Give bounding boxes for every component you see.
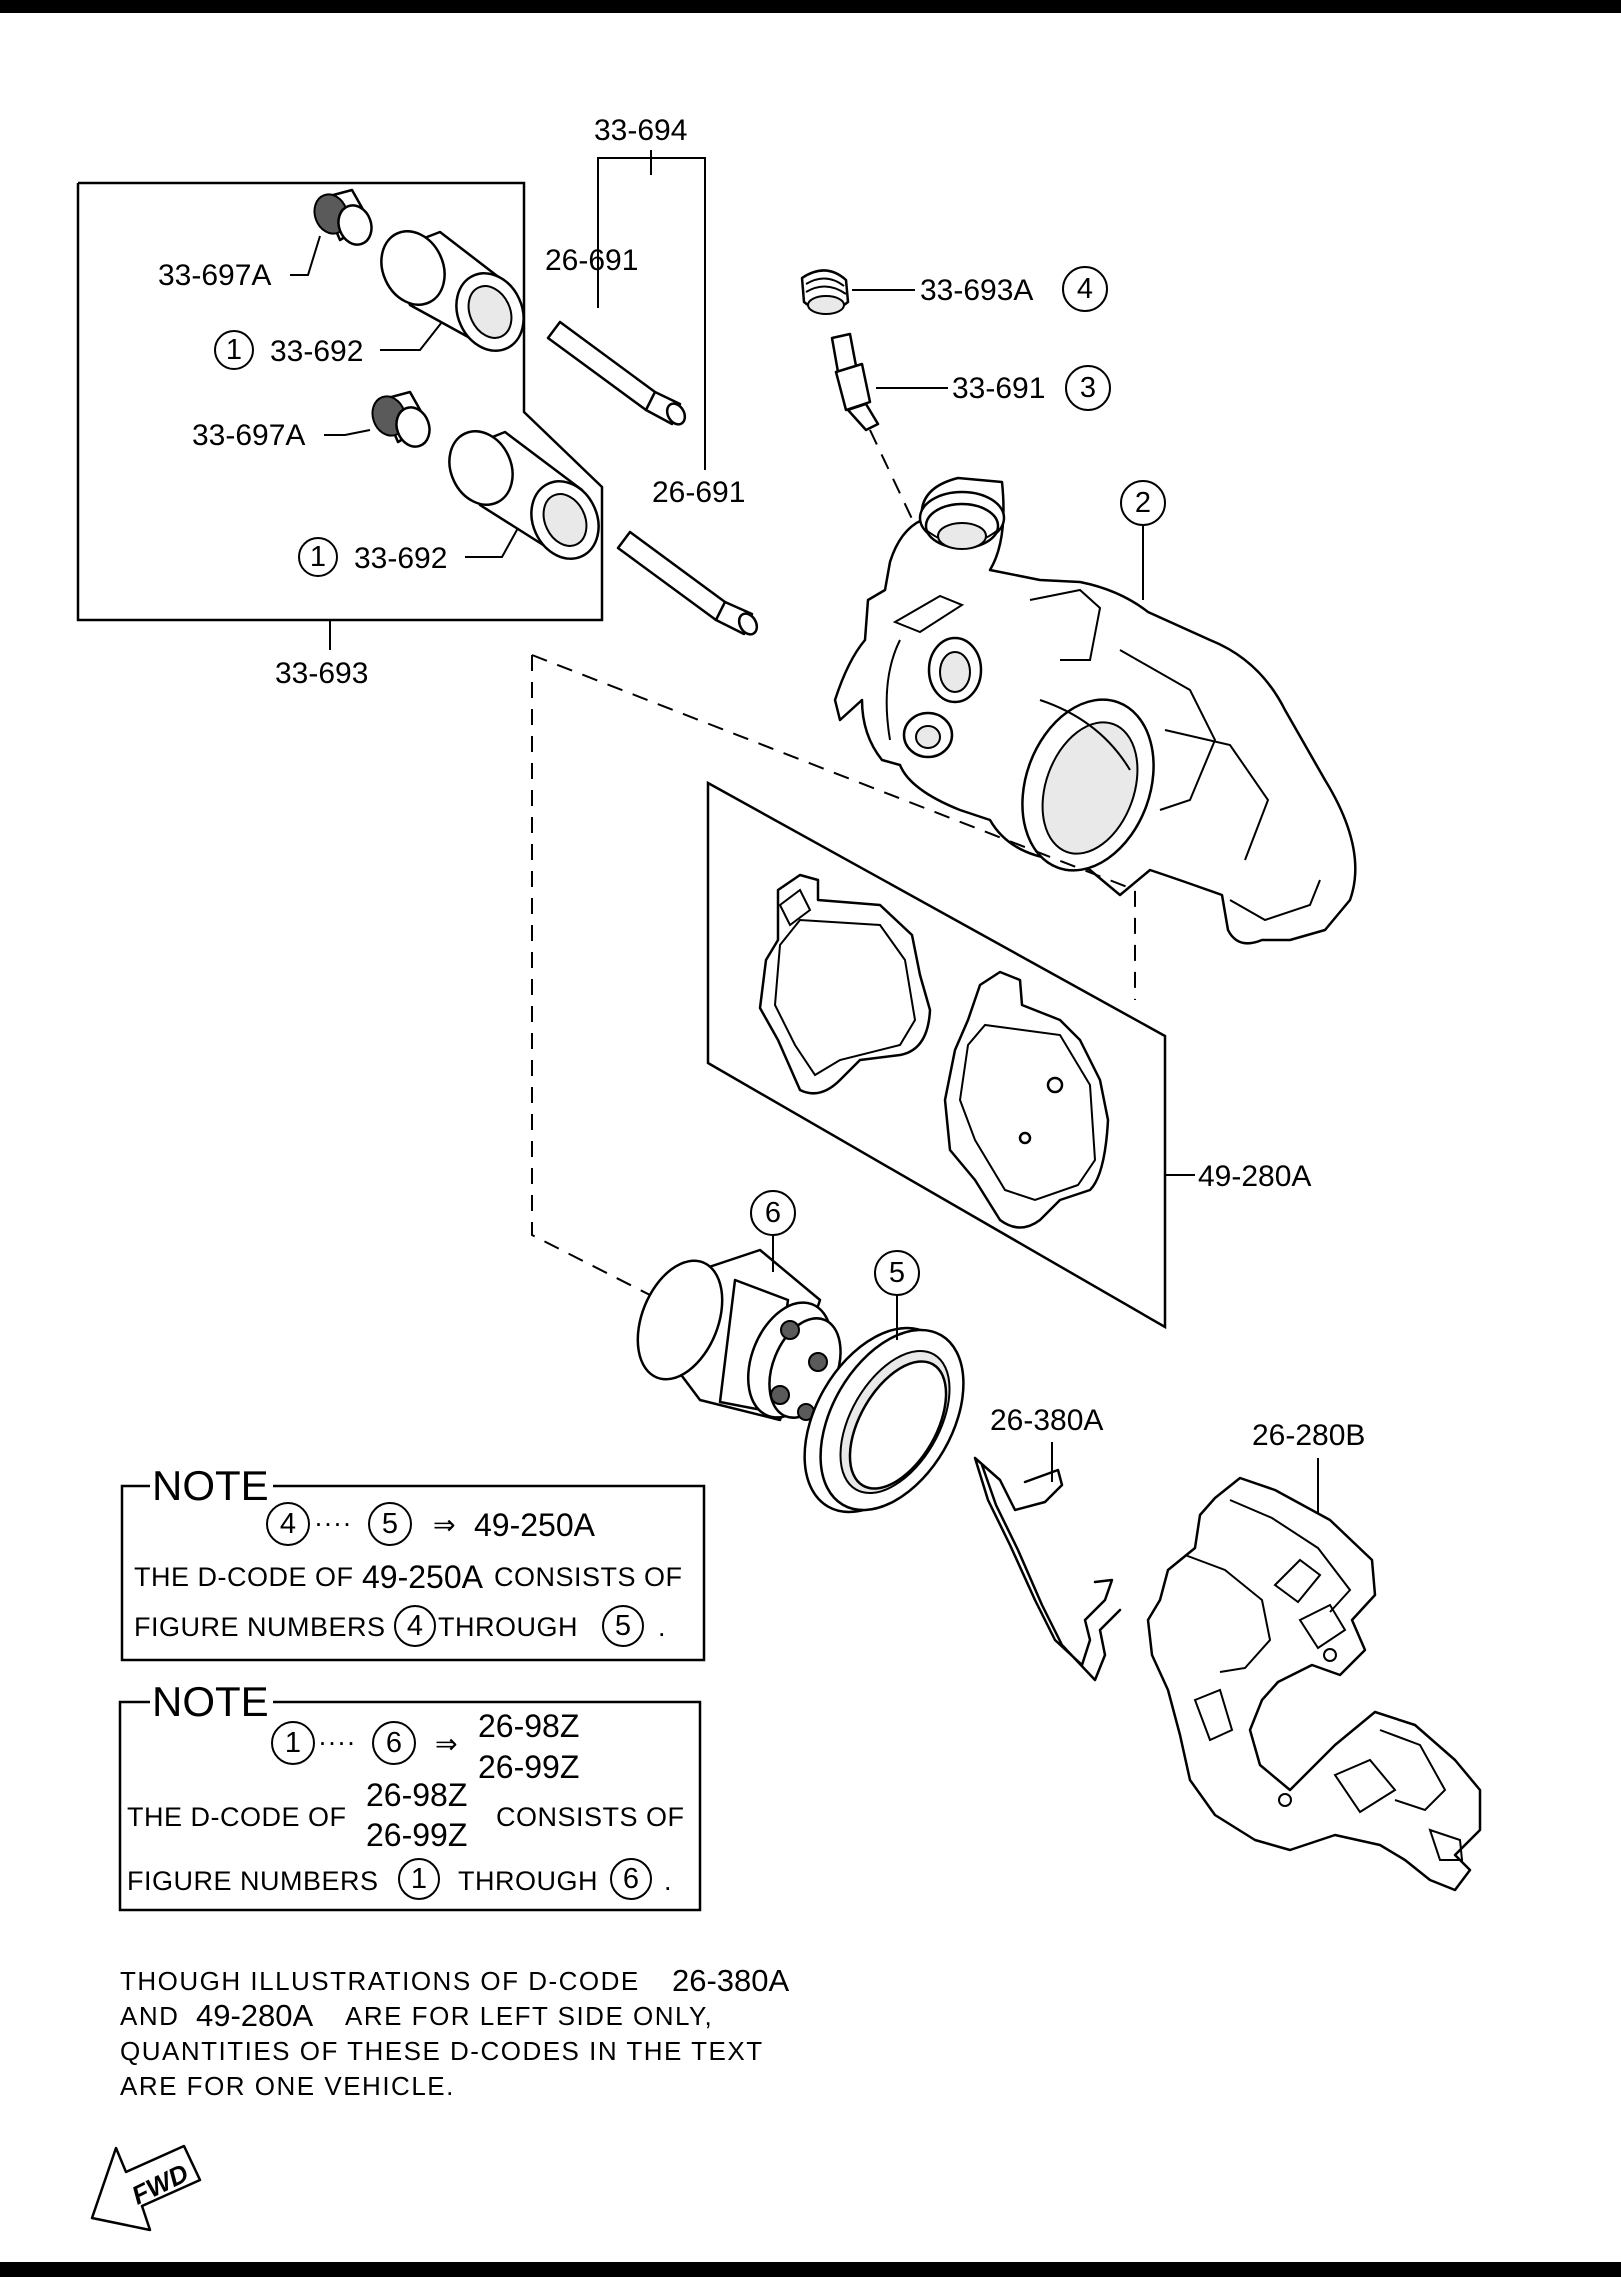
note2-dcode-a: 26-98Z [478, 1708, 579, 1744]
guide-pin-upper [546, 320, 687, 426]
note2-to: 6 [386, 1727, 402, 1759]
piston-seal [803, 1326, 965, 1514]
callout-boot-lower[interactable]: 33-697A [192, 419, 305, 452]
note2-line1-pre: THE D-CODE OF [127, 1802, 347, 1832]
note1-line2-end: . [658, 1612, 666, 1642]
boot-kit-outline [76, 181, 604, 622]
figure-4-bleeder-cap[interactable]: 4 [1077, 273, 1093, 305]
note2-line2-pre: FIGURE NUMBERS [127, 1866, 379, 1896]
footnote-line2-post: ARE FOR LEFT SIDE ONLY, [345, 2001, 713, 2031]
fwd-arrow-icon: FWD [90, 2144, 202, 2232]
note1-line2-mid: THROUGH [438, 1612, 578, 1642]
footnote-line4: ARE FOR ONE VEHICLE. [120, 2071, 455, 2101]
callout-26-280B[interactable]: 26-280B [1252, 1419, 1365, 1452]
note2-line1-post: CONSISTS OF [496, 1802, 685, 1832]
note1-to: 5 [382, 1508, 398, 1540]
callout-sleeve-upper[interactable]: 33-692 [270, 335, 363, 368]
figure-6-piston[interactable]: 6 [765, 1197, 781, 1229]
figure-3-bleeder-screw[interactable]: 3 [1080, 372, 1096, 404]
callout-33-694[interactable]: 33-694 [594, 114, 687, 147]
footnote: THOUGH ILLUSTRATIONS OF D-CODE 26-380A A… [120, 1963, 790, 2101]
callout-33-693[interactable]: 33-693 [275, 657, 368, 690]
bleeder-screw [830, 332, 880, 432]
brake-pad-inner [758, 873, 932, 1095]
note1-heading: NOTE [152, 1462, 269, 1509]
footnote-line2-pre: AND [120, 2001, 179, 2031]
footnote-line1-pre: THOUGH ILLUSTRATIONS OF D-CODE [120, 1966, 640, 1996]
note2-line1-code-b: 26-99Z [366, 1817, 467, 1853]
note1-dcode: 49-250A [474, 1507, 596, 1543]
note1-line2-a: 4 [407, 1610, 423, 1642]
note2-line2-b: 6 [623, 1863, 639, 1895]
figure-5-seal[interactable]: 5 [889, 1257, 905, 1289]
note1-line2-pre: FIGURE NUMBERS [134, 1612, 386, 1642]
note2-from: 1 [285, 1727, 301, 1759]
callout-sleeve-lower[interactable]: 33-692 [354, 542, 447, 575]
note2-line2-a: 1 [411, 1863, 427, 1895]
note1-line1-pre: THE D-CODE OF [134, 1562, 354, 1592]
note2-arrow: ⇒ [435, 1729, 458, 1759]
guide-pin-lower [616, 530, 759, 636]
callout-pin-lower[interactable]: 26-691 [652, 476, 745, 509]
callout-boot-upper[interactable]: 33-697A [158, 259, 271, 292]
note2-line1-code-a: 26-98Z [366, 1777, 467, 1813]
callout-49-280A[interactable]: 49-280A [1198, 1160, 1311, 1193]
note1-dots: ···· [314, 1508, 352, 1538]
caliper-piston [636, 1248, 842, 1422]
bottom-border [0, 2262, 1621, 2277]
note1-line2-b: 5 [615, 1610, 631, 1642]
fwd-label: FWD [127, 2157, 194, 2210]
caliper-bracket [1146, 1476, 1482, 1892]
bleeder-cap [800, 269, 850, 315]
figure-1-lower[interactable]: 1 [310, 541, 326, 573]
anti-rattle-spring [973, 1456, 1122, 1682]
figure-2-caliper[interactable]: 2 [1135, 487, 1151, 519]
sleeve-lower [448, 430, 600, 560]
sleeve-upper [380, 230, 525, 352]
callout-26-380A[interactable]: 26-380A [990, 1404, 1103, 1437]
note1-line1-code: 49-250A [362, 1559, 484, 1595]
figure-1-upper[interactable]: 1 [226, 334, 242, 366]
note-box-2: NOTE 1 ···· 6 ⇒ 26-98Z 26-99Z THE D-CODE… [118, 1678, 702, 1912]
callout-pin-upper[interactable]: 26-691 [545, 244, 638, 277]
pad-set-outline [706, 780, 1167, 1330]
callout-33-691[interactable]: 33-691 [952, 372, 1045, 405]
note1-from: 4 [280, 1508, 296, 1540]
caliper-body [833, 476, 1357, 945]
footnote-line3: QUANTITIES OF THESE D-CODES IN THE TEXT [120, 2036, 764, 2066]
footnote-line2-code: 49-280A [196, 1998, 314, 2033]
brake-pad-outer [943, 970, 1110, 1229]
note1-line1-post: CONSISTS OF [494, 1562, 683, 1592]
note2-dots: ···· [318, 1727, 356, 1757]
boot-upper [313, 188, 373, 246]
top-border [0, 0, 1621, 13]
note2-line2-end: . [664, 1866, 672, 1896]
callout-33-693A[interactable]: 33-693A [920, 274, 1033, 307]
note1-arrow: ⇒ [433, 1510, 456, 1540]
footnote-line1-code: 26-380A [672, 1963, 790, 1998]
note2-line2-mid: THROUGH [458, 1866, 598, 1896]
note2-heading: NOTE [152, 1678, 269, 1725]
boot-lower [371, 390, 431, 448]
note2-dcode-b: 26-99Z [478, 1749, 579, 1785]
note-box-1: NOTE 4 ···· 5 ⇒ 49-250A THE D-CODE OF 49… [120, 1462, 706, 1662]
